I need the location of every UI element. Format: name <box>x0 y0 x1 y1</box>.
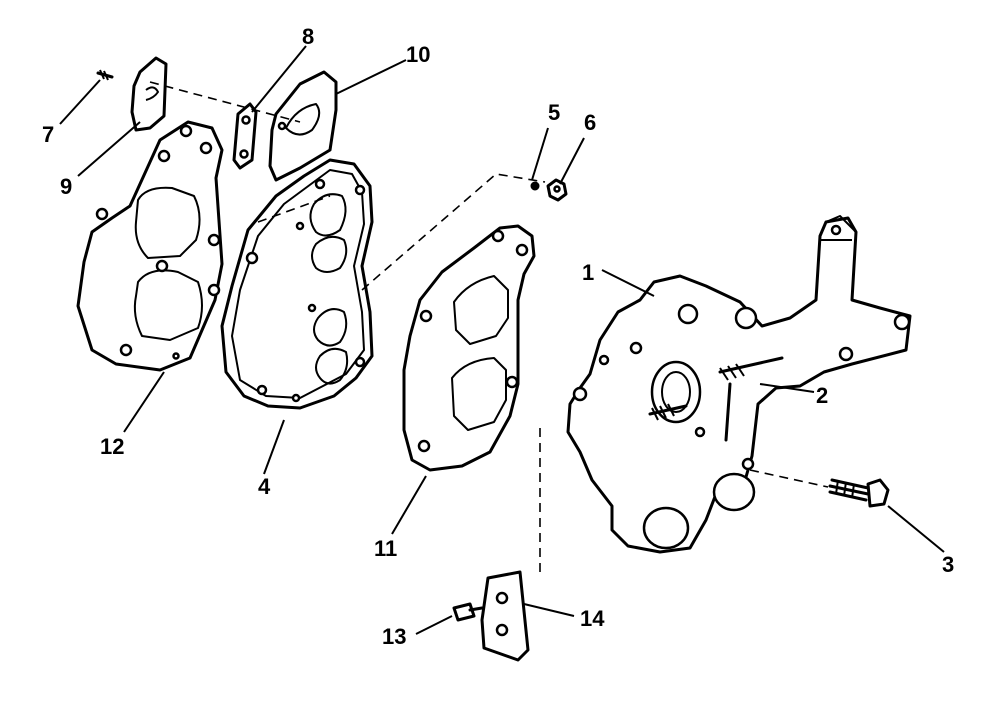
callout-10: 10 <box>406 42 430 67</box>
part-9-plate <box>130 56 168 132</box>
callout-6: 6 <box>584 110 596 135</box>
callouts: 1 2 3 4 5 6 7 8 9 10 11 12 13 14 <box>42 24 954 649</box>
callout-11: 11 <box>374 536 397 561</box>
part-11-gasket <box>402 224 536 472</box>
callout-2: 2 <box>816 383 828 408</box>
part-3-bolt <box>828 478 890 508</box>
part-6-nut <box>546 178 568 202</box>
part-1-housing <box>566 215 912 554</box>
part-10-reed-gasket <box>268 70 338 182</box>
callout-4: 4 <box>258 474 271 499</box>
callout-8: 8 <box>302 24 314 49</box>
callout-1: 1 <box>582 260 594 285</box>
callout-3: 3 <box>942 552 954 577</box>
callout-9: 9 <box>60 174 72 199</box>
callout-13: 13 <box>382 624 406 649</box>
part-14-bracket <box>480 570 530 662</box>
part-7-screw <box>96 69 114 81</box>
part-8-strip <box>232 102 258 170</box>
callout-12: 12 <box>100 434 124 459</box>
callout-5: 5 <box>548 100 560 125</box>
callout-7: 7 <box>42 122 54 147</box>
part-13-screw <box>452 602 484 622</box>
leader-lines <box>59 45 945 635</box>
part-4-cover-plate <box>220 158 374 410</box>
part-5-washer <box>530 181 540 191</box>
part-12-gasket <box>76 120 224 372</box>
callout-14: 14 <box>580 606 605 631</box>
